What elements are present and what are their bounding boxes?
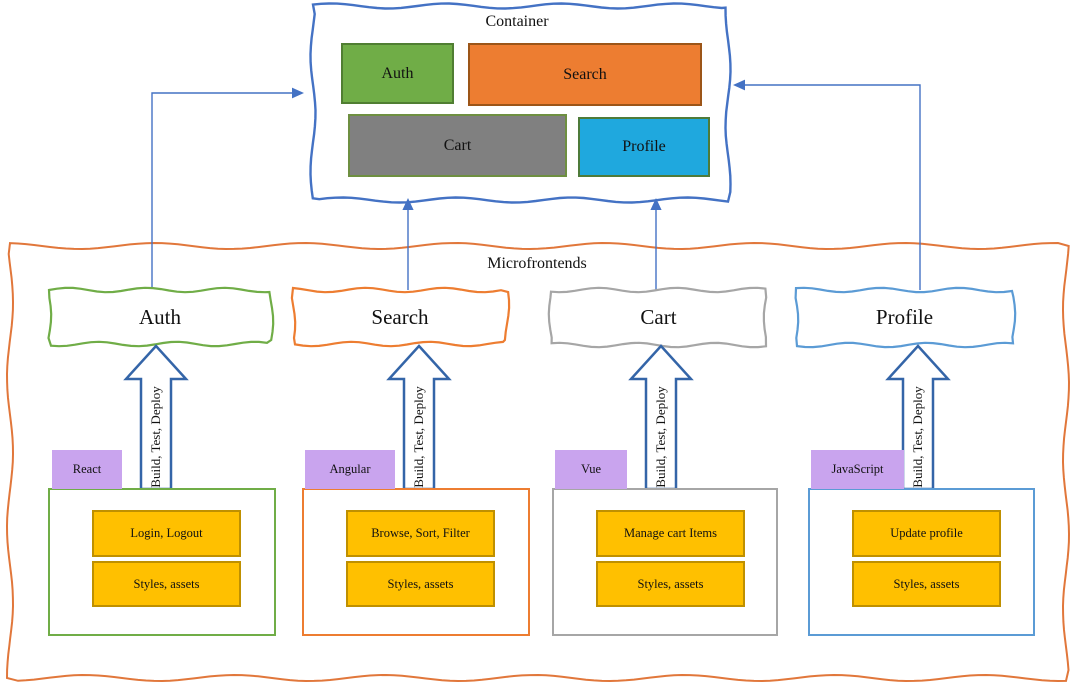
pipeline-label-profile: Build, Test, Deploy xyxy=(910,386,925,488)
task-box-browse-sort-filter: Browse, Sort, Filter xyxy=(346,510,495,557)
framework-tab-react: React xyxy=(52,450,122,489)
framework-tab-angular: Angular xyxy=(305,450,395,489)
connector-auth-to-container xyxy=(151,92,292,290)
task-box-manage-cart-items: Manage cart Items xyxy=(596,510,745,557)
container-module-profile: Profile xyxy=(578,117,710,177)
task-box-styles-assets: Styles, assets xyxy=(852,561,1001,607)
connector-auth-to-container-arrowhead xyxy=(292,87,304,99)
task-box-styles-assets: Styles, assets xyxy=(596,561,745,607)
container-module-search: Search xyxy=(468,43,702,106)
task-box-update-profile: Update profile xyxy=(852,510,1001,557)
connector-profile-to-container-arrowhead xyxy=(733,79,745,91)
connector-profile-to-container xyxy=(745,84,921,290)
framework-tab-javascript: JavaScript xyxy=(811,450,904,489)
connector-search-to-container-arrowhead xyxy=(402,198,414,210)
pipeline-label-cart: Build, Test, Deploy xyxy=(653,386,668,488)
connector-cart-to-container-arrowhead xyxy=(650,198,662,210)
microfrontend-box-outline-profile xyxy=(794,286,1017,349)
microfrontend-node-search: Search xyxy=(371,304,429,329)
microfrontend-box-outline-search xyxy=(290,286,511,348)
pipeline-label-auth: Build, Test, Deploy xyxy=(148,386,163,488)
microfrontend-box-outline-auth xyxy=(47,286,275,348)
container-module-cart: Cart xyxy=(348,114,567,177)
microfrontend-node-cart: Cart xyxy=(640,305,677,329)
microfrontends-title: Microfrontends xyxy=(487,255,587,272)
microfrontends-outline xyxy=(5,241,1071,683)
framework-tab-vue: Vue xyxy=(555,450,627,489)
task-box-styles-assets: Styles, assets xyxy=(92,561,241,607)
microfrontend-node-profile: Profile xyxy=(875,305,934,329)
microfrontend-box-outline-cart xyxy=(547,286,768,349)
container-module-auth: Auth xyxy=(341,43,454,104)
pipeline-label-search: Build, Test, Deploy xyxy=(411,386,426,488)
container-outline xyxy=(309,2,732,204)
container-title: Container xyxy=(485,13,549,30)
task-box-styles-assets: Styles, assets xyxy=(346,561,495,607)
microfrontend-node-auth: Auth xyxy=(139,304,181,329)
task-box-login-logout: Login, Logout xyxy=(92,510,241,557)
